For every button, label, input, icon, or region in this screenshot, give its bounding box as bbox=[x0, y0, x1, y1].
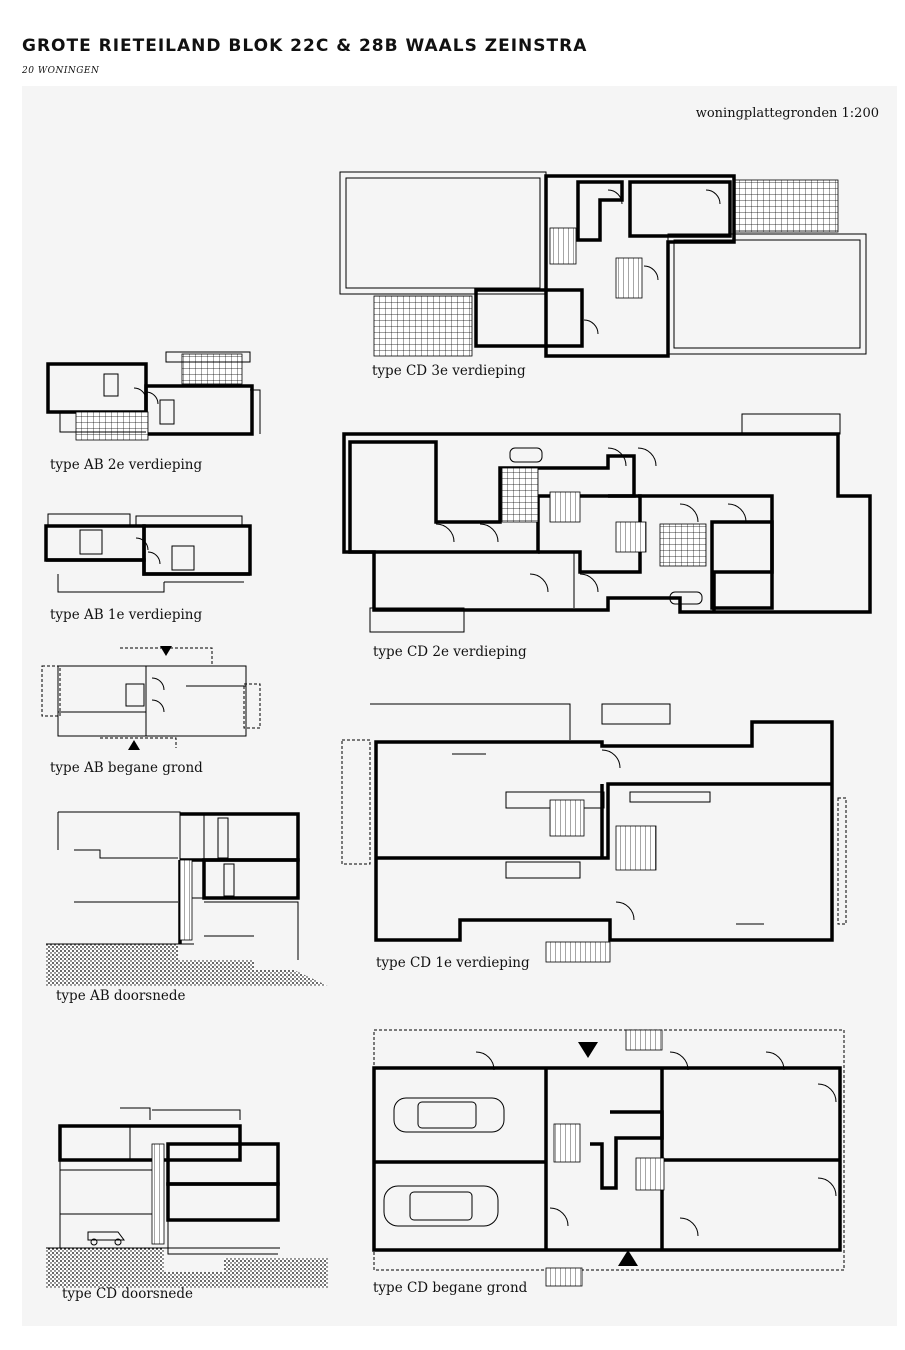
page-subtitle: 20 WONINGEN bbox=[22, 66, 100, 76]
plan-ab-1e bbox=[44, 513, 252, 593]
plan-cd-3e bbox=[339, 171, 867, 358]
scale-label: woningplattegronden 1:200 bbox=[695, 106, 879, 121]
caption-cd-section: type CD doorsnede bbox=[62, 1286, 194, 1302]
section-ab bbox=[46, 811, 328, 986]
car-icon bbox=[393, 1097, 505, 1133]
caption-ab-section: type AB doorsnede bbox=[56, 988, 186, 1004]
drawing-sheet: woningplattegronden 1:200 bbox=[22, 86, 897, 1326]
plan-ab-2e bbox=[46, 351, 261, 441]
caption-cd-2e: type CD 2e verdieping bbox=[373, 644, 527, 660]
plan-cd-bg bbox=[372, 1029, 845, 1287]
section-cd bbox=[46, 1107, 328, 1288]
plan-cd-2e bbox=[342, 413, 872, 633]
caption-ab-bg: type AB begane grond bbox=[50, 760, 203, 776]
caption-cd-bg: type CD begane grond bbox=[373, 1280, 528, 1296]
car-icon bbox=[383, 1185, 499, 1227]
plan-ab-bg bbox=[41, 646, 261, 750]
caption-cd-1e: type CD 1e verdieping bbox=[376, 955, 530, 971]
plan-cd-1e bbox=[341, 703, 847, 963]
caption-ab-2e: type AB 2e verdieping bbox=[50, 457, 203, 473]
page-title: GROTE RIETEILAND BLOK 22C & 28B WAALS ZE… bbox=[22, 36, 588, 56]
caption-ab-1e: type AB 1e verdieping bbox=[50, 607, 203, 623]
caption-cd-3e: type CD 3e verdieping bbox=[372, 363, 526, 379]
